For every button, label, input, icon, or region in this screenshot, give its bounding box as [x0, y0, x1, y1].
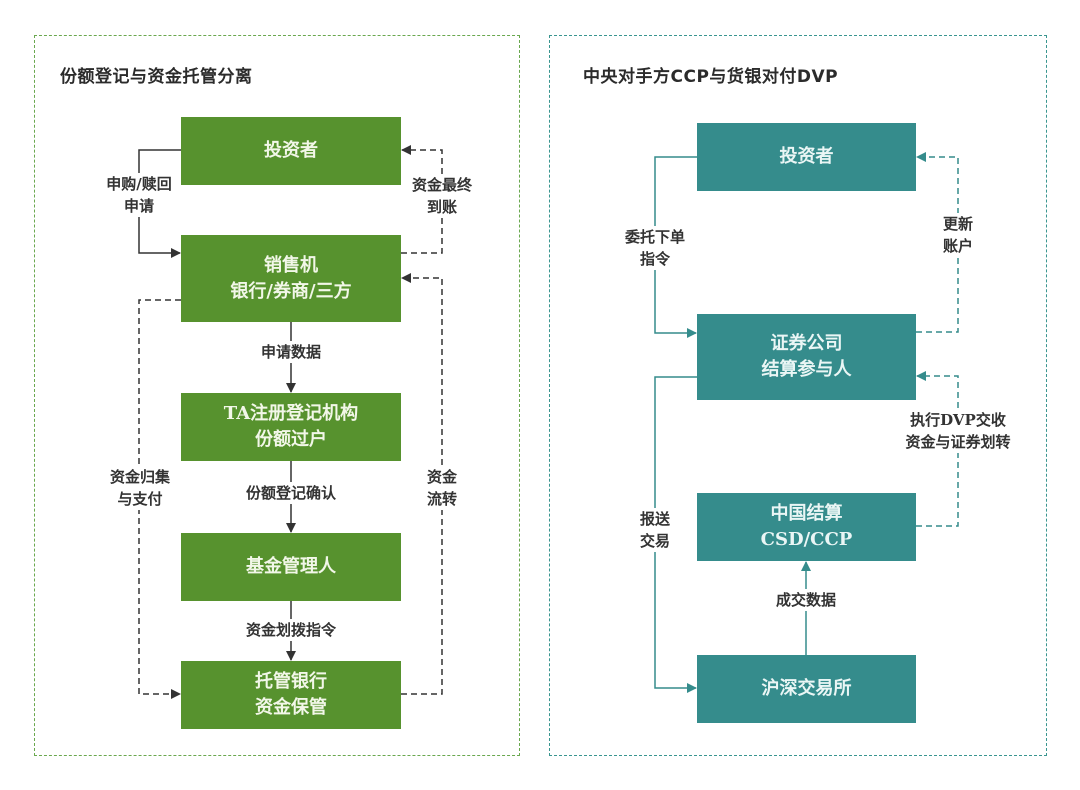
- edge-label-collection-payment: 资金归集 与支付: [102, 466, 178, 510]
- node-investor: 投资者: [181, 117, 401, 185]
- edge-label-update-account: 更新 账户: [937, 213, 979, 257]
- node-custodian-label-1: 托管银行: [255, 671, 327, 692]
- edge-label-report-trade: 报送 交易: [635, 508, 675, 552]
- left-panel-title: 份额登记与资金托管分离: [60, 67, 253, 87]
- edge-label-share-confirmation: 份额登记确认: [237, 482, 345, 504]
- node-distributor-label-2: 银行/券商/三方: [230, 280, 352, 302]
- node-custodian-label-2: 资金保管: [255, 697, 327, 718]
- node-fund-manager-label: 基金管理人: [246, 556, 336, 577]
- node-investor-label: 投资者: [264, 140, 318, 161]
- node-exchange: 沪深交易所: [697, 655, 916, 723]
- edge-label-funds-arrival: 资金最终 到账: [404, 174, 480, 218]
- node-broker-label-2: 结算参与人: [761, 359, 852, 380]
- left-panel-frame: [34, 35, 520, 756]
- node-custodian: 托管银行 资金保管: [181, 661, 401, 729]
- edge-label-funds-flow: 资金 流转: [422, 466, 462, 510]
- node-ta: TA注册登记机构 份额过户: [181, 393, 401, 461]
- node-csdc: 中国结算 CSD/CCP: [697, 493, 916, 561]
- edge-label-subscription: 申购/赎回 申请: [98, 173, 180, 217]
- node-ta-label-2: 份额过户: [255, 429, 327, 450]
- edge-label-dvp-settlement: 执行DVP交收 资金与证券划转: [893, 409, 1023, 453]
- node-exchange-label: 沪深交易所: [761, 678, 852, 699]
- edge-label-order-instruction: 委托下单 指令: [616, 226, 694, 270]
- node-ta-label-1: TA注册登记机构: [223, 403, 359, 424]
- node-investor-ccp: 投资者: [697, 123, 916, 191]
- node-investor-ccp-label: 投资者: [779, 146, 834, 167]
- node-distributor-label-1: 销售机: [264, 254, 318, 276]
- node-distributor: 销售机 银行/券商/三方: [181, 235, 401, 322]
- node-csdc-label-1: 中国结算: [770, 503, 843, 524]
- edge-label-application-data: 申请数据: [252, 341, 330, 363]
- node-fund-manager: 基金管理人: [181, 533, 401, 601]
- right-panel-title: 中央对手方CCP与货银对付DVP: [583, 67, 839, 87]
- edge-label-transfer-instruction: 资金划拨指令: [237, 619, 345, 641]
- node-broker: 证券公司 结算参与人: [697, 314, 916, 400]
- node-csdc-label-2: CSD/CCP: [760, 529, 853, 550]
- node-broker-label-1: 证券公司: [770, 333, 843, 354]
- right-panel-frame: [549, 35, 1047, 756]
- edge-label-trade-data: 成交数据: [767, 589, 845, 611]
